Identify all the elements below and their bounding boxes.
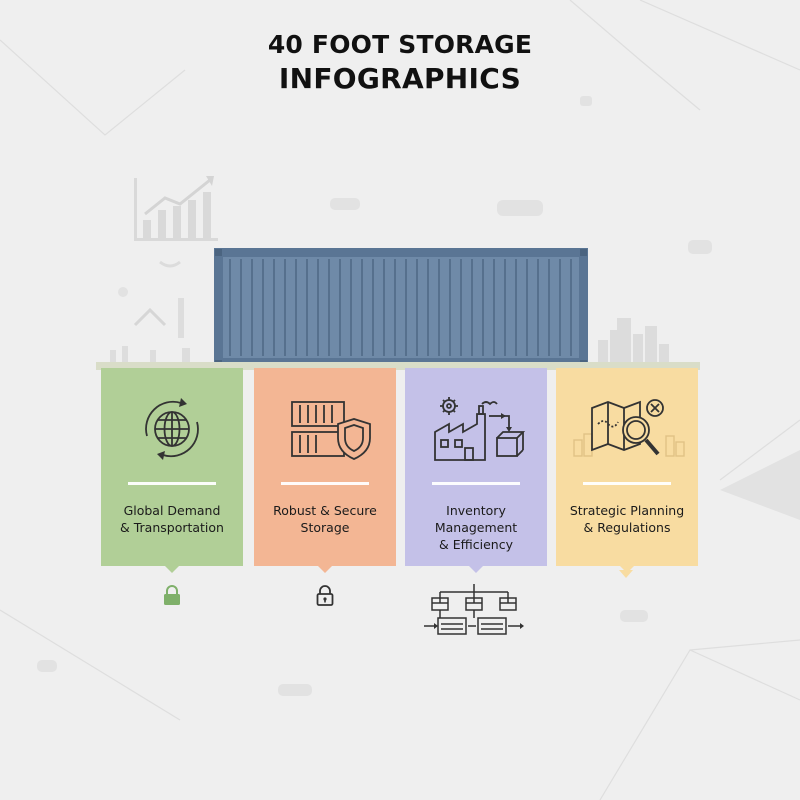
card-label-line2: Storage xyxy=(300,520,350,535)
card-label-line2: & Transportation xyxy=(120,520,224,535)
card-label-line1: Robust & Secure xyxy=(273,503,377,518)
card-shelf xyxy=(96,362,700,370)
globe-refresh-icon xyxy=(145,398,199,460)
card-pointer xyxy=(165,566,179,573)
card-strategic-planning: Strategic Planning & Regulations xyxy=(556,368,698,573)
pointer-accent-icon xyxy=(619,570,633,578)
card-label: Global Demand & Transportation xyxy=(101,502,243,536)
title-line-2: INFOGRAPHICS xyxy=(278,62,522,95)
card-divider xyxy=(432,482,520,485)
card-pointer xyxy=(620,566,634,573)
title-line-1: 40 FOOT STORAGE xyxy=(267,30,533,59)
card-label-line1: Inventory Management xyxy=(434,503,518,535)
card-label-line1: Global Demand xyxy=(123,503,221,518)
card-label-line1: Strategic Planning xyxy=(569,503,685,518)
card-robust-storage: Robust & Secure Storage xyxy=(254,368,396,573)
lock-icon xyxy=(316,585,334,606)
card-label: Strategic Planning & Regulations xyxy=(556,502,698,536)
card-divider xyxy=(281,482,369,485)
card-divider xyxy=(583,482,671,485)
lock-icon-green xyxy=(164,585,180,605)
card-label-line2: & Efficiency xyxy=(439,537,513,552)
map-magnifier-icon xyxy=(573,399,685,457)
card-label: Inventory Management & Efficiency xyxy=(405,502,547,553)
containers-shield-icon xyxy=(291,401,371,460)
bar-chart-decoration-icon xyxy=(134,178,218,241)
card-divider xyxy=(128,482,216,485)
warehouse-network-icon xyxy=(424,584,524,635)
card-global-demand: Global Demand & Transportation xyxy=(101,368,243,573)
card-label: Robust & Secure Storage xyxy=(254,502,396,536)
shipping-container-illustration xyxy=(214,248,588,368)
card-pointer xyxy=(469,566,483,573)
factory-gear-box-icon xyxy=(434,397,526,461)
card-pointer xyxy=(318,566,332,573)
card-inventory-management: Inventory Management & Efficiency xyxy=(405,368,547,573)
card-label-line2: & Regulations xyxy=(583,520,671,535)
